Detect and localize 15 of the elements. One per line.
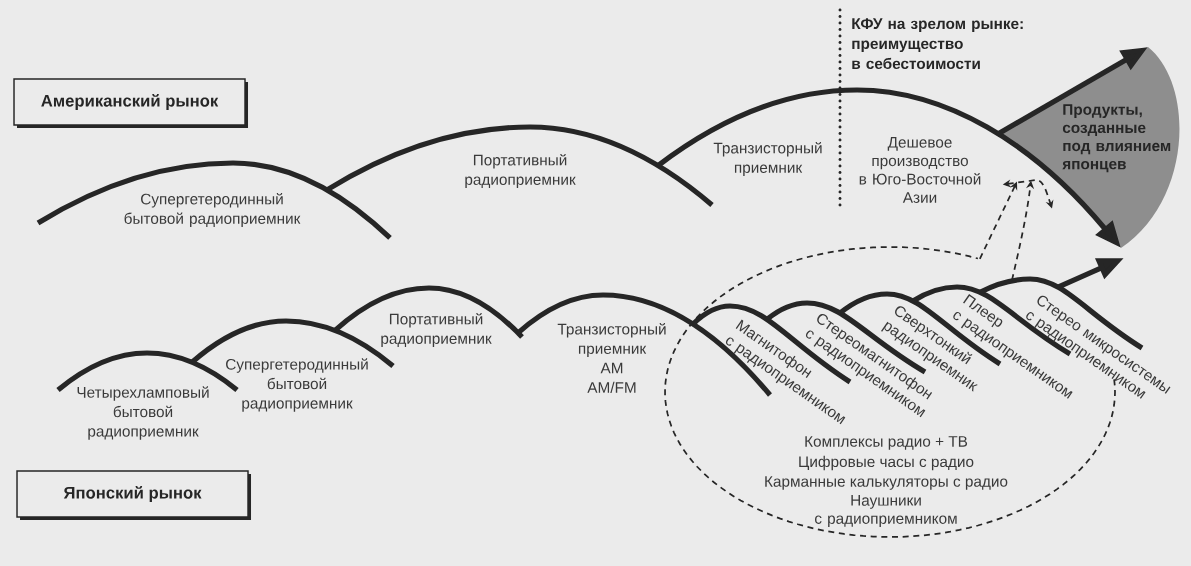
curve-label: Транзисторный приемник (713, 142, 822, 176)
curve-label: Супергетеродинный бытовой радиоприемник (226, 358, 368, 412)
curve-label: Портативный радиоприемник (465, 154, 576, 188)
list-item: Карманные калькуляторы с радио (765, 476, 1008, 490)
label-box: Японский рынок (16, 470, 251, 520)
curve-label: Транзисторный приемник AM AM/FM (557, 323, 666, 393)
list-item: Комплексы радио + ТВ (805, 436, 968, 450)
list-item: Наушники с радиоприемником (815, 495, 957, 527)
text-label: Дешевое производство в Юго-Восточной Азии (859, 137, 981, 203)
list-item: Цифровые часы с радио (799, 455, 974, 471)
curve-label: Супергетеродинный бытовой радиоприемник (124, 193, 301, 227)
curve-label: Четырехламповый бытовой радиоприемник (77, 386, 209, 440)
curve-label: Портативный радиоприемник (381, 313, 492, 347)
label-box: Американский рынок (13, 78, 248, 128)
shaded-sector: Продукты, созданные под влиянием японцев (997, 47, 1180, 248)
